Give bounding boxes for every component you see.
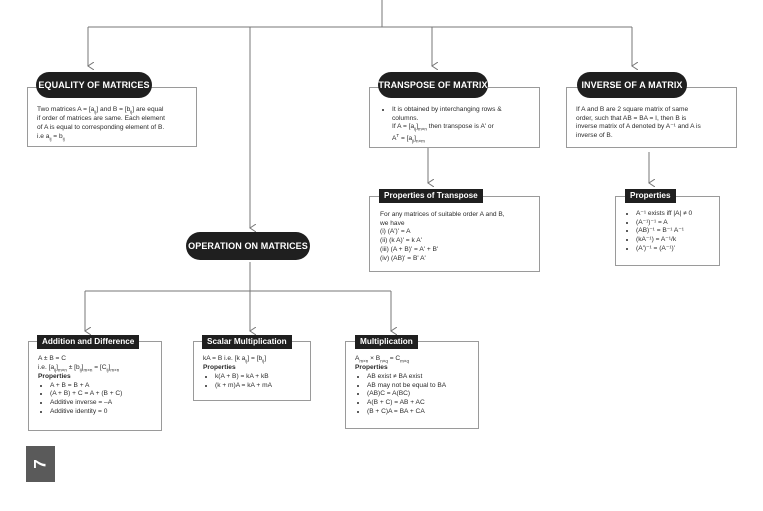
multiplication-property-item: AB exist ≠ BA exist	[367, 373, 478, 382]
inverse-title: INVERSE OF A MATRIX	[577, 72, 687, 98]
transpose-property-item: (iii) (A + B)' = A' + B'	[380, 245, 439, 253]
scalar-property-item: (k + m)A = kA + mA	[215, 382, 310, 391]
addition-property-item: (A + B) + C = A + (B + C)	[50, 390, 161, 399]
addition-property-item: A + B = B + A	[50, 382, 161, 391]
scalar-title: Scalar Multiplication	[202, 335, 292, 350]
inverse-property-item: (AB)⁻¹ = B⁻¹ A⁻¹	[636, 227, 719, 236]
scalar-box: kA = B i.e. [k aij] = [bij] Properties k…	[193, 341, 311, 401]
multiplication-property-item: (B + C)A = BA + CA	[367, 408, 478, 417]
multiplication-property-item: AB may not be equal to BA	[367, 382, 478, 391]
scalar-property-item: k(A + B) = kA + kB	[215, 373, 310, 382]
addition-property-item: Additive identity = 0	[50, 408, 161, 417]
transpose-properties-box: For any matrices of suitable order A and…	[369, 196, 540, 272]
equality-title: EQUALITY OF MATRICES	[36, 72, 152, 98]
multiplication-property-item: A(B + C) = AB + AC	[367, 399, 478, 408]
transpose-property-item: (iv) (AB)' = B' A'	[380, 254, 426, 262]
transpose-property-item: (ii) (k A)' = k A'	[380, 237, 422, 245]
multiplication-property-item: (AB)C = A(BC)	[367, 390, 478, 399]
inverse-properties-title: Properties	[625, 189, 676, 204]
transpose-title: TRANSPOSE OF MATRIX	[378, 72, 488, 98]
operation-title: OPERATION ON MATRICES	[186, 232, 310, 260]
inverse-property-item: (A')⁻¹ = (A⁻¹)'	[636, 245, 719, 254]
multiplication-title: Multiplication	[355, 335, 418, 350]
inverse-property-item: (A⁻¹)⁻¹ = A	[636, 219, 719, 228]
multiplication-box: Am×n × Bn×q = Cm×q Properties AB exist ≠…	[345, 341, 479, 429]
page-number: 7	[26, 446, 55, 482]
addition-property-item: Additive inverse = –A	[50, 399, 161, 408]
transpose-properties-title: Properties of Transpose	[379, 189, 483, 204]
inverse-property-item: (kA⁻¹) = A⁻¹/k	[636, 236, 719, 245]
addition-box: A ± B = C i.e. [aij]m×n ± [bij]m×n = [Ci…	[28, 341, 162, 431]
inverse-property-item: A⁻¹ exists iff |A| ≠ 0	[636, 210, 719, 219]
equality-text: Two matrices A = [a	[37, 106, 95, 113]
addition-title: Addition and Difference	[37, 335, 140, 350]
transpose-property-item: (i) (A')' = A	[380, 228, 411, 236]
inverse-properties-box: A⁻¹ exists iff |A| ≠ 0 (A⁻¹)⁻¹ = A (AB)⁻…	[615, 196, 720, 266]
